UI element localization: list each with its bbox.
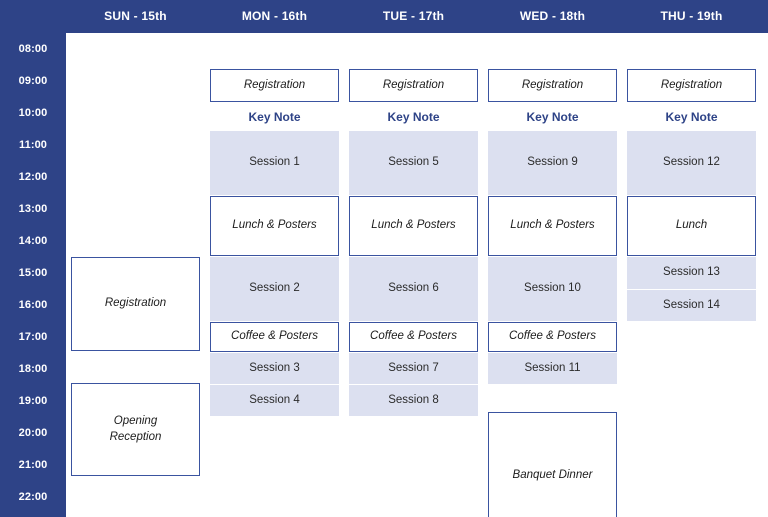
day-header-bar bbox=[0, 0, 768, 33]
event-label: Registration bbox=[660, 78, 723, 91]
event-sun-opening-reception[interactable]: Opening Reception bbox=[71, 383, 200, 476]
day-header-mon: MON - 16th bbox=[241, 9, 308, 23]
event-label: Lunch bbox=[675, 219, 708, 232]
event-mon-session-4[interactable]: Session 4 bbox=[210, 385, 339, 416]
event-label: Lunch & Posters bbox=[371, 219, 456, 232]
event-label: Banquet Dinner bbox=[512, 468, 593, 481]
event-wed-coffee-posters[interactable]: Coffee & Posters bbox=[488, 322, 617, 352]
day-header-thu: THU - 19th bbox=[660, 9, 723, 23]
event-label: Session 9 bbox=[527, 156, 578, 169]
event-sun-registration[interactable]: Registration bbox=[71, 257, 200, 351]
event-label: Registration bbox=[521, 78, 584, 91]
event-label: Session 2 bbox=[249, 282, 300, 295]
time-label-1100: 11:00 bbox=[18, 139, 48, 151]
event-tue-coffee-posters[interactable]: Coffee & Posters bbox=[349, 322, 478, 352]
day-header-wed: WED - 18th bbox=[519, 9, 586, 23]
event-mon-registration[interactable]: Registration bbox=[210, 69, 339, 102]
event-wed-session-10[interactable]: Session 10 bbox=[488, 257, 617, 321]
day-header-tue: TUE - 17th bbox=[382, 9, 445, 23]
event-thu-lunch[interactable]: Lunch bbox=[627, 196, 756, 256]
event-label: Lunch & Posters bbox=[510, 219, 595, 232]
event-wed-session-11[interactable]: Session 11 bbox=[488, 353, 617, 384]
event-mon-session-2[interactable]: Session 2 bbox=[210, 257, 339, 321]
time-label-1800: 18:00 bbox=[18, 363, 48, 375]
event-tue-session-6[interactable]: Session 6 bbox=[349, 257, 478, 321]
event-label: Key Note bbox=[248, 109, 301, 124]
event-label: Session 3 bbox=[249, 361, 300, 374]
event-label: Session 4 bbox=[249, 393, 300, 406]
event-tue-session-8[interactable]: Session 8 bbox=[349, 385, 478, 416]
event-tue-lunch-posters[interactable]: Lunch & Posters bbox=[349, 196, 478, 256]
event-mon-key-note[interactable]: Key Note bbox=[205, 103, 344, 131]
event-label: Session 10 bbox=[524, 282, 581, 295]
time-label-1500: 15:00 bbox=[18, 267, 48, 279]
event-mon-session-3[interactable]: Session 3 bbox=[210, 353, 339, 384]
event-thu-session-13[interactable]: Session 13 bbox=[627, 257, 756, 289]
event-label: Registration bbox=[243, 78, 306, 91]
time-label-1000: 10:00 bbox=[18, 107, 48, 119]
event-wed-key-note[interactable]: Key Note bbox=[483, 103, 622, 131]
event-thu-registration[interactable]: Registration bbox=[627, 69, 756, 102]
event-label: Session 14 bbox=[663, 298, 720, 311]
event-mon-lunch-posters[interactable]: Lunch & Posters bbox=[210, 196, 339, 256]
event-wed-lunch-posters[interactable]: Lunch & Posters bbox=[488, 196, 617, 256]
event-label: Key Note bbox=[526, 109, 579, 124]
day-header-sun: SUN - 15th bbox=[104, 9, 167, 23]
event-tue-session-5[interactable]: Session 5 bbox=[349, 131, 478, 195]
event-tue-key-note[interactable]: Key Note bbox=[344, 103, 483, 131]
event-label: Session 12 bbox=[663, 156, 720, 169]
time-label-1200: 12:00 bbox=[18, 171, 48, 183]
event-label: Coffee & Posters bbox=[370, 330, 457, 343]
time-label-1600: 16:00 bbox=[18, 299, 48, 311]
event-label: Session 6 bbox=[388, 282, 439, 295]
time-label-0800: 08:00 bbox=[18, 43, 48, 55]
event-thu-session-12[interactable]: Session 12 bbox=[627, 131, 756, 195]
time-label-1300: 13:00 bbox=[18, 203, 48, 215]
event-mon-coffee-posters[interactable]: Coffee & Posters bbox=[210, 322, 339, 352]
event-tue-session-7[interactable]: Session 7 bbox=[349, 353, 478, 384]
time-label-0900: 09:00 bbox=[18, 75, 48, 87]
event-label: Lunch & Posters bbox=[232, 219, 317, 232]
event-thu-key-note[interactable]: Key Note bbox=[622, 103, 761, 131]
time-label-1400: 14:00 bbox=[18, 235, 48, 247]
event-label: Coffee & Posters bbox=[509, 330, 596, 343]
event-wed-banquet-dinner[interactable]: Banquet Dinner bbox=[488, 412, 617, 517]
event-label: Registration bbox=[104, 297, 167, 310]
event-label: Session 5 bbox=[388, 156, 439, 169]
time-label-2100: 21:00 bbox=[18, 459, 48, 471]
event-label: Session 1 bbox=[249, 156, 300, 169]
event-tue-registration[interactable]: Registration bbox=[349, 69, 478, 102]
time-label-1900: 19:00 bbox=[18, 395, 48, 407]
event-thu-session-14[interactable]: Session 14 bbox=[627, 290, 756, 321]
time-label-2000: 20:00 bbox=[18, 427, 48, 439]
event-label: Session 8 bbox=[388, 393, 439, 406]
event-mon-session-1[interactable]: Session 1 bbox=[210, 131, 339, 195]
event-label: Session 11 bbox=[524, 361, 581, 374]
event-label: Session 7 bbox=[388, 361, 439, 374]
time-label-2200: 22:00 bbox=[18, 491, 48, 503]
event-label: Opening Reception bbox=[109, 414, 162, 443]
event-label: Key Note bbox=[665, 109, 718, 124]
event-wed-session-9[interactable]: Session 9 bbox=[488, 131, 617, 195]
event-label: Session 13 bbox=[663, 266, 720, 279]
event-wed-registration[interactable]: Registration bbox=[488, 69, 617, 102]
event-label: Key Note bbox=[387, 109, 440, 124]
time-label-1700: 17:00 bbox=[18, 331, 48, 343]
event-label: Registration bbox=[382, 78, 445, 91]
event-label: Coffee & Posters bbox=[231, 330, 318, 343]
time-axis-rail bbox=[0, 33, 66, 517]
